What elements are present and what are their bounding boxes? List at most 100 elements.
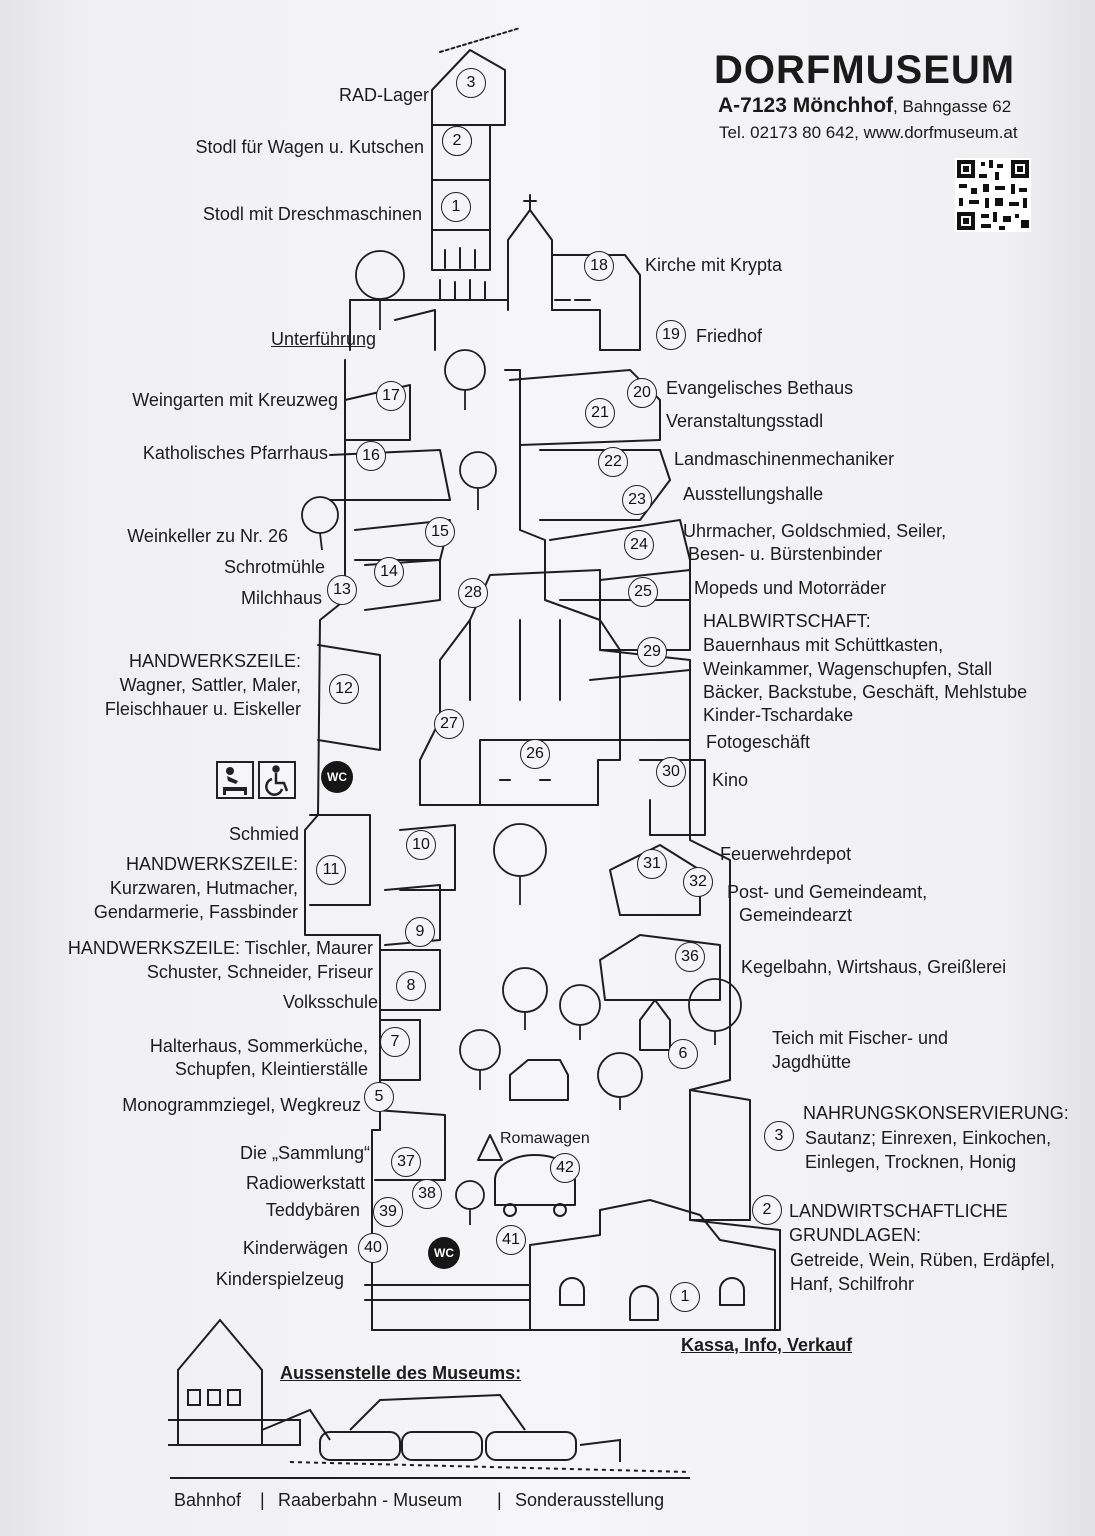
station-29-marker[interactable]: 29 [637,637,667,667]
station-37-marker[interactable]: 37 [391,1147,421,1177]
handwerkszeile-11-heading: HANDWERKSZEILE: [125,854,298,874]
station-2b-label-line2: Hanf, Schilfrohr [790,1274,915,1294]
station-22-marker[interactable]: 22 [598,447,628,477]
station-3b-label-line1: Sautanz; Einrexen, Einkochen, [805,1128,1052,1148]
museum-title: DORFMUSEUM [714,48,1016,92]
station-19-label: Friedhof [696,326,763,346]
station-32-label-line1: Post- und Gemeindeamt, [727,882,928,902]
station-40-marker[interactable]: 40 [358,1233,388,1263]
outpost-separator: | [260,1490,265,1510]
station-10-marker[interactable]: 10 [406,830,436,860]
station-9-label-line2: Schuster, Schneider, Friseur [146,962,373,982]
station-7-marker[interactable]: 7 [380,1027,410,1057]
station-24-marker[interactable]: 24 [624,530,654,560]
station-13-marker[interactable]: 13 [327,575,357,605]
address-main: A-7123 Mönchhof [718,94,894,117]
station-2b-heading-line1: LANDWIRTSCHAFTLICHE [789,1201,1008,1221]
station-3b-label-line2: Einlegen, Trocknen, Honig [805,1152,1017,1172]
station-36-label: Kegelbahn, Wirtshaus, Greißlerei [741,957,1007,977]
station-24-label-line1: Uhrmacher, Goldschmied, Seiler, [683,521,947,541]
station-25-marker[interactable]: 25 [628,577,658,607]
station-11-label-line1: Kurzwaren, Hutmacher, [109,878,298,898]
station-29-label-line3: Bäcker, Backstube, Geschäft, Mehlstube [703,682,1028,702]
station-26-marker[interactable]: 26 [520,739,550,769]
station-30-label: Kino [712,770,749,790]
underpass-label: Unterführung [271,329,377,349]
station-3-label: RAD-Lager [338,85,429,105]
station-2b-marker[interactable]: 2 [752,1195,782,1225]
station-9-label-line1: HANDWERKSZEILE: Tischler, Maurer [67,938,373,958]
station-7-label-line1: Halterhaus, Sommerküche, [149,1036,368,1056]
address-street: , Bahngasse 62 [893,97,1012,116]
outpost-separator: | [497,1490,502,1510]
station-8-label: Volksschule [282,992,378,1012]
station-38-marker[interactable]: 38 [412,1179,442,1209]
station-23-marker[interactable]: 23 [622,485,652,515]
station-25-label: Mopeds und Motorräder [694,578,887,598]
station-14-marker[interactable]: 14 [374,557,404,587]
station-3b-marker[interactable]: 3 [764,1121,794,1151]
station-28-marker[interactable]: 28 [458,578,488,608]
station-23-label: Ausstellungshalle [683,484,824,504]
station-27-marker[interactable]: 27 [434,709,464,739]
station-17-label: Weingarten mit Kreuzweg [132,390,338,410]
station-5-label: Monogrammziegel, Wegkreuz [122,1095,361,1115]
station-30-marker[interactable]: 30 [656,757,686,787]
station-15-label: Weinkeller zu Nr. 26 [127,526,288,546]
station-2-marker[interactable]: 2 [442,126,472,156]
station-6-marker[interactable]: 6 [668,1039,698,1069]
station-6-label-line1: Teich mit Fischer- und [772,1028,949,1048]
station-29-label-line1: Bauernhaus mit Schüttkasten, [703,635,944,655]
station-39-marker[interactable]: 39 [373,1197,403,1227]
station-32-label-line2: Gemeindearzt [739,905,853,925]
station-11-marker[interactable]: 11 [316,855,346,885]
station-3-marker[interactable]: 3 [456,68,486,98]
museum-address: A-7123 Mönchhof, Bahngasse 62 [718,94,1011,118]
station-39-label: Teddybären [265,1200,360,1220]
nahrungskonservierung-heading: NAHRUNGSKONSERVIERUNG: [803,1103,1069,1123]
halbwirtschaft-heading: HALBWIRTSCHAFT: [703,611,871,631]
station-15-marker[interactable]: 15 [425,517,455,547]
station-12-label-line2: Fleischhauer u. Eiskeller [104,699,301,719]
station-7-label-line2: Schupfen, Kleintierställe [174,1059,368,1079]
wheelchair-icon [258,761,296,799]
station-31-marker[interactable]: 31 [637,849,667,879]
station-24-label-line2: Besen- u. Bürstenbinder [688,544,883,564]
station-9-marker[interactable]: 9 [405,917,435,947]
outpost-title: Aussenstelle des Museums: [280,1363,522,1383]
station-18-marker[interactable]: 18 [584,251,614,281]
station-41-marker[interactable]: 41 [496,1225,526,1255]
radiowerkstatt-label: Radiowerkstatt [245,1173,365,1193]
station-21-marker[interactable]: 21 [585,398,615,428]
station-20-label: Evangelisches Bethaus [666,378,854,398]
station-36-marker[interactable]: 36 [675,942,705,972]
station-8-marker[interactable]: 8 [396,971,426,1001]
station-5-marker[interactable]: 5 [364,1082,394,1112]
station-1-label: Stodl mit Dreschmaschinen [202,204,422,224]
station-1b-marker[interactable]: 1 [670,1282,700,1312]
station-14-label: Schrotmühle [223,557,325,577]
station-29-label-line4: Kinder-Tschardake [703,705,854,725]
station-16-marker[interactable]: 16 [356,441,386,471]
station-1-marker[interactable]: 1 [441,192,471,222]
schmied-label: Schmied [228,824,299,844]
station-40-label: Kinderwägen [242,1238,348,1258]
entrance-label: Kassa, Info, Verkauf [681,1335,853,1355]
baby-changing-icon [216,761,254,799]
station-17-marker[interactable]: 17 [376,381,406,411]
outpost-item-raaberbahn: Raaberbahn - Museum [278,1490,463,1510]
handwerkszeile-12-heading: HANDWERKSZEILE: [128,651,301,671]
sammlung-label: Die „Sammlung“ [239,1143,370,1163]
outpost-item-sonderausstellung: Sonderausstellung [515,1490,665,1510]
station-20-marker[interactable]: 20 [627,378,657,408]
station-12-marker[interactable]: 12 [329,674,359,704]
museum-contact: Tel. 02173 80 642, www.dorfmuseum.at [719,123,1018,142]
station-32-marker[interactable]: 32 [683,867,713,897]
kinderspielzeug-label: Kinderspielzeug [215,1269,344,1289]
station-12-label-line1: Wagner, Sattler, Maler, [119,675,301,695]
station-19-marker[interactable]: 19 [656,320,686,350]
station-13-label: Milchhaus [240,588,322,608]
station-22-label: Landmaschinenmechaniker [674,449,895,469]
station-42-marker[interactable]: 42 [550,1153,580,1183]
qr-code-icon[interactable] [955,158,1031,232]
